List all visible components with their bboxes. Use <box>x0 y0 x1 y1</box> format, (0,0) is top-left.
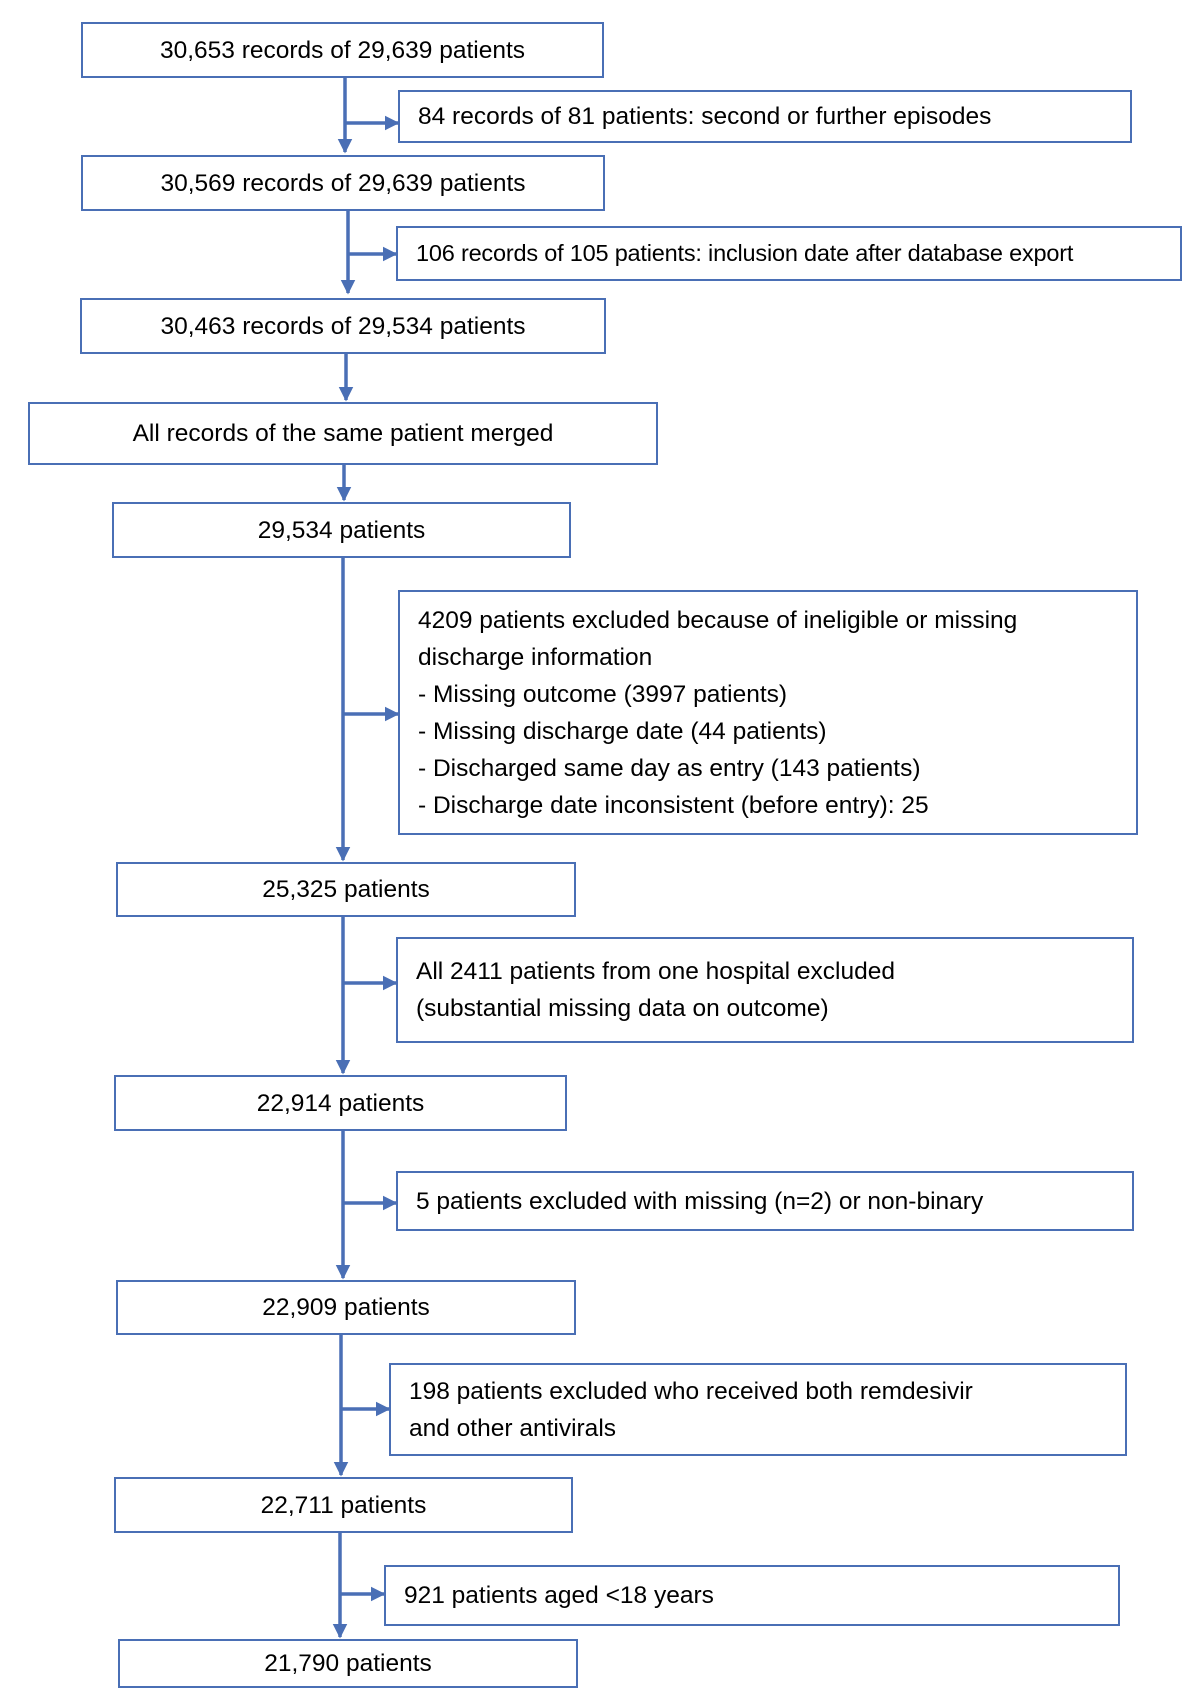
step-label: 22,909 patients <box>262 1294 430 1321</box>
exclusion-text: 5 patients excluded with missing (n=2) o… <box>416 1187 984 1215</box>
exclusion-text: All 2411 patients from one hospital excl… <box>416 958 895 985</box>
step-box-5: 29,534 patients <box>112 502 571 558</box>
exclusion-box-6: 198 patients excluded who received both … <box>389 1363 1127 1456</box>
exclusion-box-3: 4209 patients excluded because of inelig… <box>398 590 1138 835</box>
exclusion-text: 198 patients excluded who received both … <box>409 1377 973 1405</box>
step-box-6: 25,325 patients <box>116 862 576 917</box>
step-label: 30,653 records of 29,639 patients <box>159 36 526 64</box>
exclusion-box-1: 84 records of 81 patients: second or fur… <box>398 90 1132 143</box>
step-label: All records of the same patient merged <box>132 420 554 447</box>
exclusion-text: 84 records of 81 patients: second or fur… <box>418 103 992 130</box>
exclusion-text: 4209 patients excluded because of inelig… <box>418 606 1018 634</box>
step-label: 30,569 records of 29,639 patients <box>160 169 526 197</box>
exclusion-box-5: 5 patients excluded with missing (n=2) o… <box>396 1171 1134 1231</box>
exclusion-text: - Missing discharge date (44 patients) <box>418 717 827 745</box>
step-box-9: 22,711 patients <box>114 1477 573 1533</box>
exclusion-text: - Discharge date inconsistent (before en… <box>418 791 929 819</box>
step-box-8: 22,909 patients <box>116 1280 576 1335</box>
step-box-3: 30,463 records of 29,534 patients <box>80 298 606 354</box>
exclusion-text: (substantial missing data on outcome) <box>416 995 829 1022</box>
exclusion-box-2: 106 records of 105 patients: inclusion d… <box>396 226 1182 281</box>
step-label: 22,711 patients <box>260 1491 427 1519</box>
step-label: 30,463 records of 29,534 patients <box>160 312 526 340</box>
exclusion-text: discharge information <box>418 643 653 671</box>
step-box-final: 21,790 patients <box>118 1639 578 1688</box>
exclusion-box-7: 921 patients aged <18 years <box>384 1565 1120 1626</box>
step-label: 29,534 patients <box>257 516 426 544</box>
exclusion-box-4: All 2411 patients from one hospital excl… <box>396 937 1134 1043</box>
step-label: 25,325 patients <box>262 876 430 903</box>
exclusion-text: 106 records of 105 patients: inclusion d… <box>416 240 1074 266</box>
step-label: 21,790 patients <box>264 1650 432 1677</box>
exclusion-text: and other antivirals <box>409 1414 617 1442</box>
step-box-2: 30,569 records of 29,639 patients <box>81 155 605 211</box>
step-label: 22,914 patients <box>256 1089 425 1117</box>
exclusion-text: - Missing outcome (3997 patients) <box>418 680 788 708</box>
step-box-1: 30,653 records of 29,639 patients <box>81 22 604 78</box>
exclusion-text: 921 patients aged <18 years <box>404 1582 714 1609</box>
step-box-7: 22,914 patients <box>114 1075 567 1131</box>
exclusion-text: - Discharged same day as entry (143 pati… <box>418 754 921 782</box>
step-box-merge: All records of the same patient merged <box>28 402 658 465</box>
